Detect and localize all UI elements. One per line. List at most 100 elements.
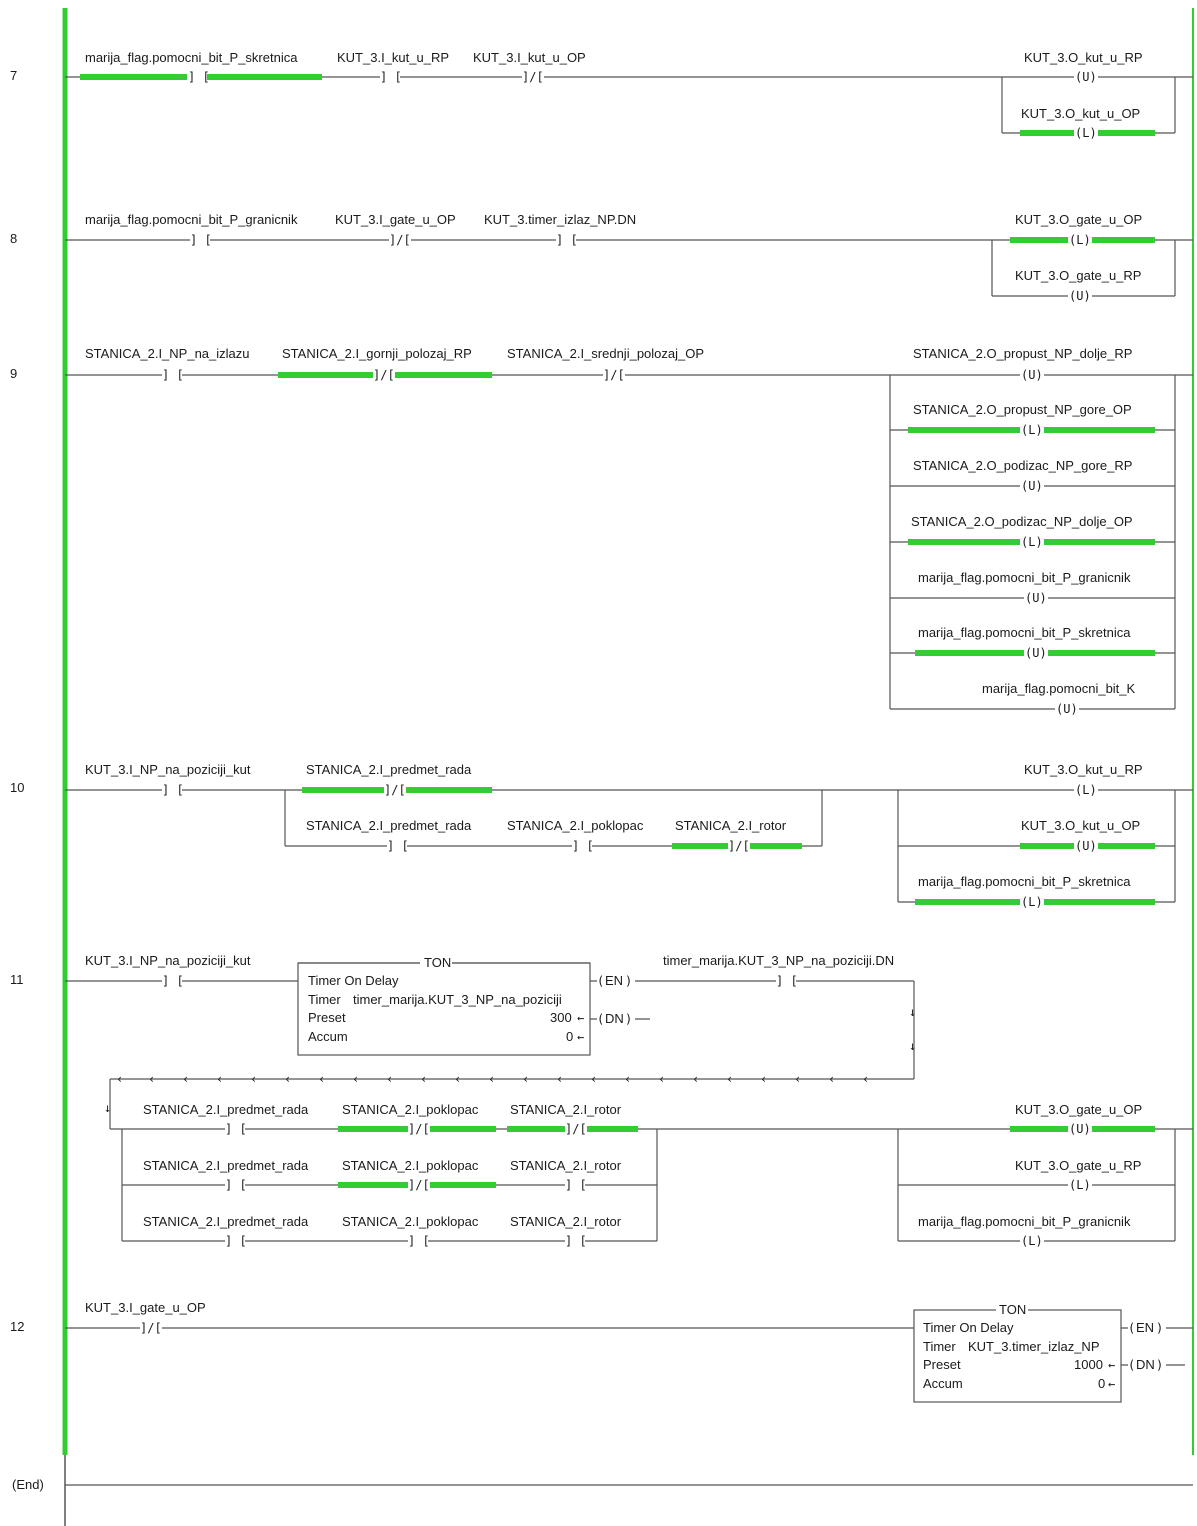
svg-text:‹: ‹ [760, 1072, 767, 1086]
contact-xic[interactable]: ] [ marija_flag.pomocni_bit_P_skretnica [85, 50, 298, 84]
contact-xio[interactable]: ]/[ STANICA_2.I_rotor [510, 1102, 622, 1136]
timer-tag: KUT_3.timer_izlaz_NP [968, 1339, 1100, 1354]
contact-xic[interactable]: ] [ STANICA_2.I_predmet_rada [143, 1158, 309, 1192]
coil-latch[interactable]: (L) KUT_3.O_gate_u_RP [1015, 1158, 1141, 1192]
contact-xic[interactable]: ] [ STANICA_2.I_NP_na_izlazu [85, 346, 250, 382]
svg-text:DN: DN [605, 1011, 624, 1026]
svg-text:marija_flag.pomocni_bit_P_skre: marija_flag.pomocni_bit_P_skretnica [85, 50, 298, 65]
svg-text:KUT_3.timer_izlaz_NP.DN: KUT_3.timer_izlaz_NP.DN [484, 212, 636, 227]
svg-text:marija_flag.pomocni_bit_K: marija_flag.pomocni_bit_K [982, 681, 1136, 696]
coil-latch[interactable]: (L) marija_flag.pomocni_bit_P_skretnica [918, 874, 1131, 909]
contact-xio[interactable]: ]/[ STANICA_2.I_gornji_polozaj_RP [282, 346, 472, 382]
svg-text:‹: ‹ [318, 1072, 325, 1086]
svg-text:‹: ‹ [522, 1072, 529, 1086]
svg-text:STANICA_2.I_rotor: STANICA_2.I_rotor [510, 1158, 622, 1173]
svg-text:STANICA_2.I_NP_na_izlazu: STANICA_2.I_NP_na_izlazu [85, 346, 250, 361]
contact-xic[interactable]: ] [ STANICA_2.I_predmet_rada [143, 1102, 309, 1136]
coil-unlatch[interactable]: (U) KUT_3.O_kut_u_OP [1021, 818, 1140, 853]
svg-text:(U): (U) [1075, 70, 1097, 84]
coil-unlatch[interactable]: (U) KUT_3.O_gate_u_OP [1015, 1102, 1142, 1136]
svg-text:KUT_3.O_gate_u_RP: KUT_3.O_gate_u_RP [1015, 1158, 1141, 1173]
contact-xio[interactable]: ]/[ STANICA_2.I_poklopac [342, 1158, 479, 1192]
contact-xic[interactable]: ] [ KUT_3.I_NP_na_poziciji_kut [85, 762, 251, 797]
svg-text:EN: EN [1136, 1320, 1154, 1335]
svg-text:(L): (L) [1075, 126, 1097, 140]
rung-number-7: 7 [10, 68, 17, 83]
timer-type: TON [999, 1302, 1026, 1317]
svg-text:(L): (L) [1069, 233, 1091, 247]
svg-text:(L): (L) [1075, 783, 1097, 797]
svg-text:(L): (L) [1021, 535, 1043, 549]
contact-xic[interactable]: ] [ STANICA_2.I_rotor [510, 1214, 622, 1248]
coil-latch[interactable]: (L) marija_flag.pomocni_bit_P_granicnik [918, 1214, 1131, 1248]
timer-on-delay-block[interactable]: TON Timer On Delay Timer timer_marija.KU… [297, 955, 591, 1056]
svg-text:STANICA_2.O_propust_NP_dolje_R: STANICA_2.O_propust_NP_dolje_RP [913, 346, 1132, 361]
contact-xic[interactable]: ] [ timer_marija.KUT_3_NP_na_poziciji.DN [663, 953, 894, 988]
coil-unlatch[interactable]: (U) KUT_3.O_kut_u_RP [1024, 50, 1143, 84]
coil-latch[interactable]: (L) KUT_3.O_gate_u_OP [1015, 212, 1142, 247]
svg-text:(U): (U) [1056, 702, 1078, 716]
end-label: (End) [12, 1477, 44, 1492]
timer-on-delay-block[interactable]: TON Timer On Delay Timer KUT_3.timer_izl… [913, 1302, 1122, 1403]
coil-unlatch[interactable]: (U) STANICA_2.O_propust_NP_dolje_RP [913, 346, 1132, 382]
contact-xic[interactable]: ] [ marija_flag.pomocni_bit_P_granicnik [85, 212, 298, 247]
svg-text:‹: ‹ [828, 1072, 835, 1086]
coil-unlatch[interactable]: (U) KUT_3.O_gate_u_RP [1015, 268, 1141, 303]
svg-text:‹: ‹ [488, 1072, 495, 1086]
contact-xio[interactable]: ]/[ KUT_3.I_gate_u_OP [85, 1300, 206, 1335]
svg-text:): ) [625, 974, 632, 988]
svg-text:] [: ] [ [565, 1178, 587, 1192]
preset-value[interactable]: 300 [550, 1010, 572, 1025]
contact-xic[interactable]: ] [ STANICA_2.I_poklopac [342, 1214, 479, 1248]
contact-xio[interactable]: ]/[ KUT_3.I_kut_u_OP [473, 50, 586, 84]
svg-text:marija_flag.pomocni_bit_P_gran: marija_flag.pomocni_bit_P_granicnik [918, 1214, 1131, 1229]
svg-text:DN: DN [1136, 1357, 1155, 1372]
contact-xio[interactable]: ]/[ KUT_3.I_gate_u_OP [335, 212, 456, 247]
contact-xic[interactable]: ] [ KUT_3.I_NP_na_poziciji_kut [85, 953, 251, 988]
svg-text:‹: ‹ [794, 1072, 801, 1086]
coil-latch[interactable]: (L) STANICA_2.O_propust_NP_gore_OP [913, 402, 1132, 437]
svg-text:] [: ] [ [776, 974, 798, 988]
coil-latch[interactable]: (L) STANICA_2.O_podizac_NP_dolje_OP [911, 514, 1133, 549]
svg-text:): ) [1156, 1358, 1163, 1372]
timer-title: Timer On Delay [923, 1320, 1014, 1335]
coil-unlatch[interactable]: (U) marija_flag.pomocni_bit_P_skretnica [918, 625, 1131, 660]
coil-unlatch[interactable]: (U) STANICA_2.O_podizac_NP_gore_RP [913, 458, 1132, 493]
contact-xic[interactable]: ] [ STANICA_2.I_predmet_rada [306, 818, 472, 853]
rung-12: ]/[ KUT_3.I_gate_u_OP TON Timer On Delay… [65, 1300, 1193, 1403]
svg-text:KUT_3.O_kut_u_RP: KUT_3.O_kut_u_RP [1024, 50, 1143, 65]
contact-xio[interactable]: ]/[ STANICA_2.I_rotor [675, 818, 787, 853]
contact-xic[interactable]: ] [ STANICA_2.I_poklopac [507, 818, 644, 853]
svg-text:] [: ] [ [572, 839, 594, 853]
contact-xic[interactable]: ] [ KUT_3.timer_izlaz_NP.DN [484, 212, 636, 247]
arrow-left-icon: ← [1108, 1377, 1115, 1391]
contact-xic[interactable]: ] [ KUT_3.I_kut_u_RP [337, 50, 449, 84]
svg-text:(U): (U) [1069, 1122, 1091, 1136]
contact-xio[interactable]: ]/[ STANICA_2.I_poklopac [342, 1102, 479, 1136]
svg-text:KUT_3.O_kut_u_OP: KUT_3.O_kut_u_OP [1021, 106, 1140, 121]
coil-unlatch[interactable]: (U) marija_flag.pomocni_bit_P_granicnik [918, 570, 1131, 605]
rung-7: ] [ marija_flag.pomocni_bit_P_skretnica … [65, 50, 1193, 140]
coil-latch[interactable]: (L) KUT_3.O_kut_u_OP [1021, 106, 1140, 140]
svg-text:]/[: ]/[ [603, 368, 625, 382]
coil-latch[interactable]: (L) KUT_3.O_kut_u_RP [1024, 762, 1143, 797]
rung-10: ] [ KUT_3.I_NP_na_poziciji_kut ]/[ STANI… [65, 762, 1193, 909]
timer-type: TON [424, 955, 451, 970]
accum-label: Accum [923, 1376, 963, 1391]
svg-text:(L): (L) [1069, 1178, 1091, 1192]
contact-xio[interactable]: ]/[ STANICA_2.I_predmet_rada [306, 762, 472, 797]
svg-text:(U): (U) [1021, 368, 1043, 382]
contact-xic[interactable]: ] [ STANICA_2.I_rotor [510, 1158, 622, 1192]
preset-value[interactable]: 1000 [1074, 1357, 1103, 1372]
coil-unlatch[interactable]: (U) marija_flag.pomocni_bit_K [982, 681, 1136, 716]
svg-text:]/[: ]/[ [140, 1321, 162, 1335]
contact-xio[interactable]: ]/[ STANICA_2.I_srednji_polozaj_OP [507, 346, 704, 382]
svg-text:(U): (U) [1025, 591, 1047, 605]
svg-text:(: ( [597, 1012, 604, 1026]
svg-text:(U): (U) [1021, 479, 1043, 493]
svg-text:‹: ‹ [352, 1072, 359, 1086]
svg-text:STANICA_2.I_rotor: STANICA_2.I_rotor [510, 1102, 622, 1117]
svg-text:‹: ‹ [726, 1072, 733, 1086]
contact-xic[interactable]: ] [ STANICA_2.I_predmet_rada [143, 1214, 309, 1248]
svg-text:KUT_3.O_kut_u_RP: KUT_3.O_kut_u_RP [1024, 762, 1143, 777]
